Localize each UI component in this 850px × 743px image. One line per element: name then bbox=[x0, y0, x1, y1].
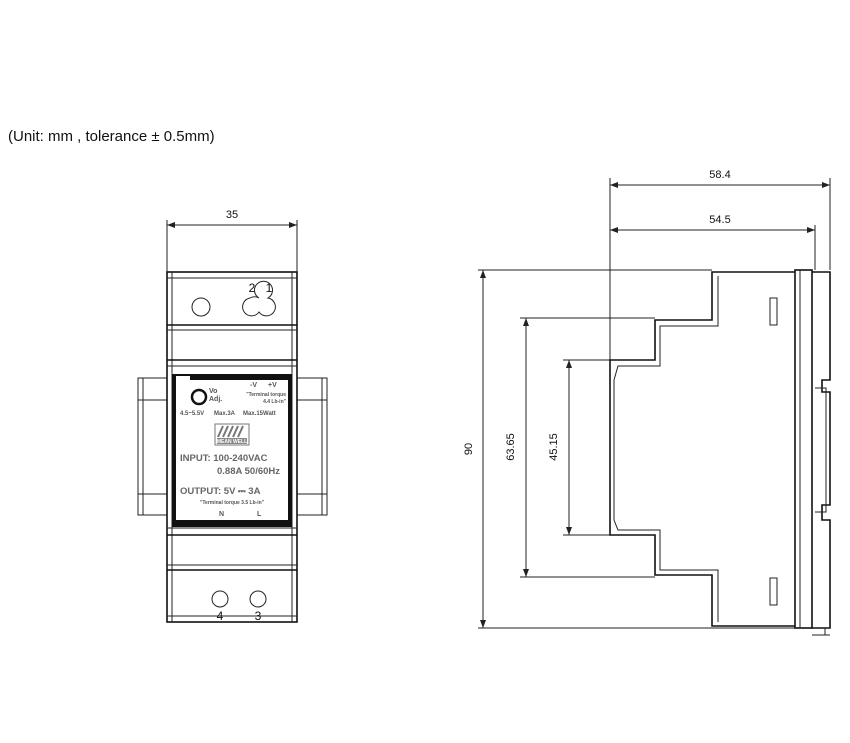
label-voltage-range: 4.5~5.5V bbox=[180, 411, 204, 417]
label-input-current: 0.88A 50/60Hz bbox=[217, 466, 280, 477]
label-adj: Adj. bbox=[209, 396, 222, 403]
label-brand: MEAN WELL bbox=[217, 439, 247, 445]
label-pos: +V bbox=[268, 382, 277, 389]
label-torque-bottom: "Terminal torque 3.5 Lb-in" bbox=[200, 500, 265, 506]
front-view: 35 2 1 4 3 Vo Ad bbox=[137, 209, 328, 623]
label-neg: -V bbox=[250, 382, 257, 389]
label-n: N bbox=[219, 511, 224, 518]
terminal-label-4: 4 bbox=[217, 609, 224, 623]
label-output: OUTPUT: 5V ⎓ 3A bbox=[180, 486, 261, 497]
terminal-label-1: 1 bbox=[266, 281, 273, 295]
height-total-dimension: 90 bbox=[463, 443, 475, 455]
vo-adjust-knob-icon bbox=[190, 388, 208, 406]
depth-total-dimension: 58.4 bbox=[709, 169, 730, 181]
screw-hole-icon bbox=[249, 590, 267, 608]
height-inner-dimension: 45.15 bbox=[548, 433, 560, 461]
label-torque-top-2: 4.4 Lb-in" bbox=[263, 399, 287, 405]
label-max-current: Max.3A bbox=[214, 411, 236, 417]
label-max-power: Max.15Watt bbox=[243, 411, 276, 417]
label-input: INPUT: 100-240VAC bbox=[180, 453, 268, 464]
label-vo: Vo bbox=[209, 388, 217, 395]
label-torque-top-1: "Terminal torque bbox=[246, 392, 286, 398]
unit-note: (Unit: mm , tolerance ± 0.5mm) bbox=[8, 128, 215, 145]
width-dimension: 35 bbox=[226, 209, 238, 221]
side-view: 58.4 54.5 90 63.65 45.15 bbox=[463, 169, 831, 636]
mean-well-logo: MEAN WELL bbox=[214, 423, 250, 446]
label-l: L bbox=[257, 511, 262, 518]
terminal-pair-icon bbox=[242, 280, 276, 317]
height-mid-dimension: 63.65 bbox=[505, 433, 517, 461]
terminal-label-2: 2 bbox=[249, 281, 256, 295]
terminal-label-3: 3 bbox=[255, 609, 262, 623]
screw-hole-icon bbox=[211, 590, 229, 608]
depth-body-dimension: 54.5 bbox=[709, 214, 730, 226]
screw-hole-icon bbox=[191, 297, 211, 317]
